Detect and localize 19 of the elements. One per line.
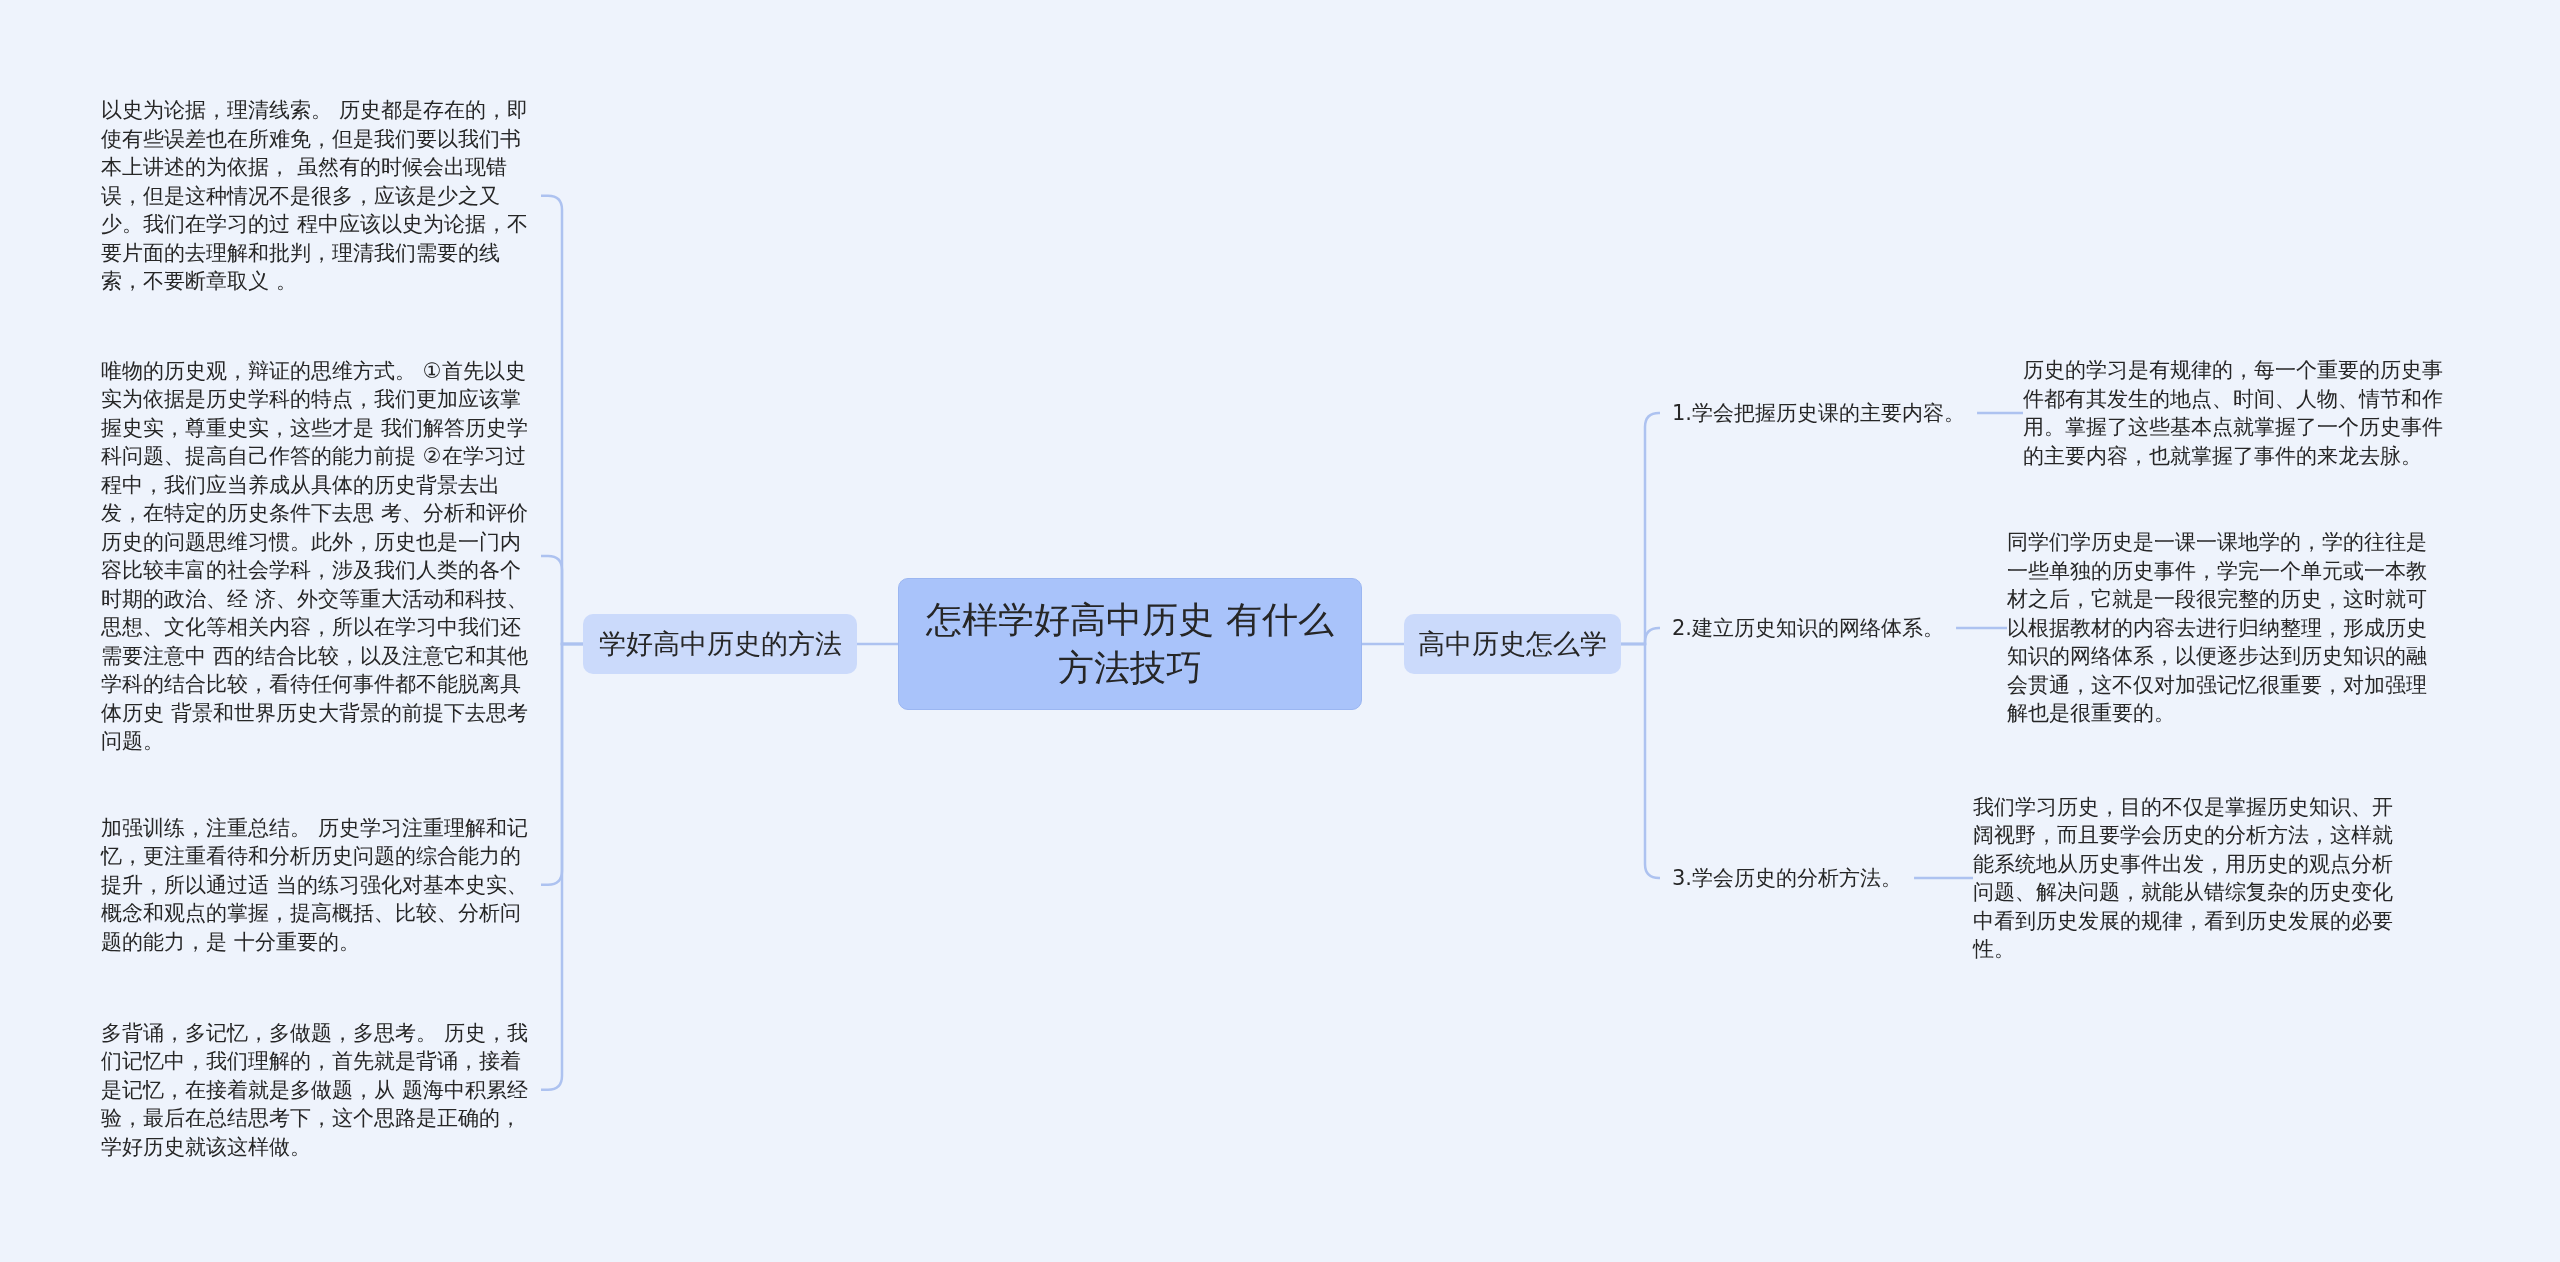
connector-line: [1621, 642, 1661, 880]
connector-line: [1914, 876, 1973, 880]
topic-box: 高中历史怎么学: [1404, 614, 1621, 674]
note-text: 唯物的历史观，辩证的思维方式。 ①首先以史实为依据是历史学科的特点，我们更加应该掌握史实，尊重史实，这些才是 我们解答历史学科问题、提高自己作答的能力前提 ②在学习过程中，我们应当养成从具体的历史背景去出发，在特定的历史条件下去思 考、分析和评价历史的问题思维习惯。此外，历史也是一门内容比较丰富的社会学科，涉及我们人类的各个时期的政治、经 济、外交等重大活动和科技、思想、文化等相关内容，所以在学习中我们还需要注意中 西的结合比较，以及注意它和其他学科的结合比较，看待任何事件都不能脱离具体历史 背景和世界历史大背景的前提下去思考问题。: [101, 356, 541, 756]
branch-label: 3.学会历史的分析方法。: [1660, 860, 1915, 896]
branch-label: 1.学会把握历史课的主要内容。: [1660, 395, 1978, 431]
central-topic-box: 怎样学好高中历史 有什么方法技巧: [898, 578, 1362, 710]
connector-line: [1362, 642, 1404, 646]
topic-box: 学好高中历史的方法: [583, 614, 857, 674]
note-text: 加强训练，注重总结。 历史学习注重理解和记忆，更注重看待和分析历史问题的综合能力的提升，所以通过适 当的练习强化对基本史实、概念和观点的掌握，提高概括、比较、分析问题的能力，是 十分重要的。: [101, 813, 541, 956]
branch-label: 2.建立历史知识的网络体系。: [1660, 610, 1957, 646]
note-text: 同学们学历史是一课一课地学的，学的往往是一些单独的历史事件，学完一个单元或一本教材之后，它就是一段很完整的历史，这时就可以根据教材的内容去进行归纳整理，形成历史知识的网络体系，以便逐步达到历史知识的融会贯通，这不仅对加强记忆很重要，对加强理解也是很重要的。: [2007, 528, 2447, 728]
note-text: 我们学习历史，目的不仅是掌握历史知识、开阔视野，而且要学会历史的分析方法，这样就能系统地从历史事件出发，用历史的观点分析问题、解决问题，就能从错综复杂的历史变化中看到历史发展的规律，看到历史发展的必要性。: [1973, 792, 2413, 964]
connector-line: [857, 642, 898, 646]
note-text: 以史为论据，理清线索。 历史都是存在的，即使有些误差也在所难免，但是我们要以我们书本上讲述的为依据， 虽然有的时候会出现错误，但是这种情况不是很多，应该是少之又少。我们在学习的过 程中应该以史为论据，不要片面的去理解和批判，理清我们需要的线索，不要断章取义 。: [101, 96, 541, 296]
note-text: 多背诵，多记忆，多做题，多思考。 历史，我们记忆中，我们理解的，首先就是背诵，接着是记忆，在接着就是多做题，从 题海中积累经验，最后在总结思考下，这个思路是正确的，学好历史就该这样做。: [101, 1018, 541, 1161]
note-text: 历史的学习是有规律的，每一个重要的历史事件都有其发生的地点、时间、人物、情节和作用。掌握了这些基本点就掌握了一个历史事件的主要内容，也就掌握了事件的来龙去脉。: [2023, 356, 2463, 470]
connector-line: [1977, 411, 2023, 415]
connector-line: [1956, 626, 2007, 630]
